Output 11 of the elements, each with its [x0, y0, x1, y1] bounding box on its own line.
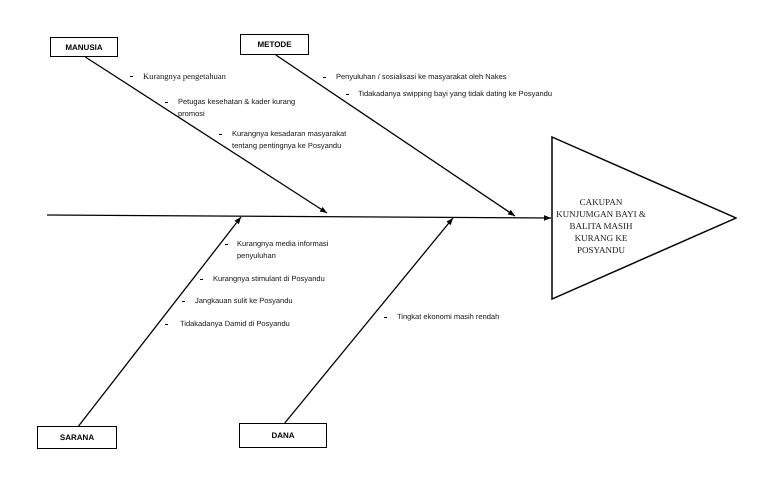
- category-box: METODE: [240, 34, 309, 55]
- category-box: MANUSIA: [50, 37, 118, 57]
- arrow: [276, 54, 516, 217]
- arrow: [284, 218, 454, 424]
- cause-text: Kurangnya pengetahuan: [143, 70, 227, 82]
- category-box: DANA: [239, 423, 327, 448]
- arrow: [85, 56, 328, 214]
- arrow: [78, 216, 242, 426]
- arrow: [47, 214, 551, 221]
- category-box: SARANA: [37, 426, 117, 449]
- effect-text: CAKUPAN KUNJUMGAN BAYI & BALITA MASIH KURANG KE POSYANDU: [555, 196, 647, 256]
